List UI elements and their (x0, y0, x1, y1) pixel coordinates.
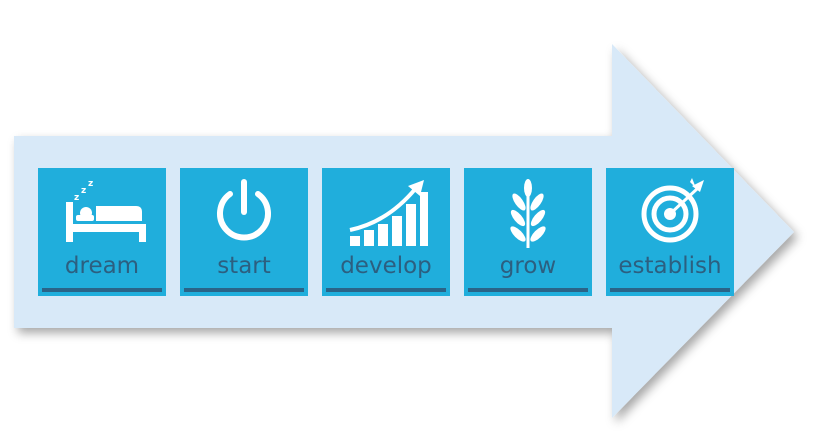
svg-text:z: z (74, 193, 79, 203)
power-icon (180, 176, 308, 256)
svg-text:z: z (81, 186, 86, 196)
step-establish: establish (606, 168, 734, 296)
target-icon (606, 176, 734, 256)
step-start: start (180, 168, 308, 296)
step-develop: develop (322, 168, 450, 296)
step-dream: z z z dream (38, 168, 166, 296)
step-label: dream (64, 253, 140, 279)
step-label: establish (618, 253, 722, 279)
step-underline (610, 288, 730, 292)
step-label: start (217, 253, 271, 279)
sleeping-bed-icon: z z z (38, 176, 166, 256)
step-underline (42, 288, 162, 292)
growth-bars-icon (322, 176, 450, 256)
step-label: grow (499, 253, 557, 279)
step-underline (326, 288, 446, 292)
step-underline (184, 288, 304, 292)
svg-text:z: z (88, 179, 93, 189)
wheat-icon (464, 176, 592, 256)
step-label: develop (340, 253, 432, 279)
step-grow: grow (464, 168, 592, 296)
step-underline (468, 288, 588, 292)
